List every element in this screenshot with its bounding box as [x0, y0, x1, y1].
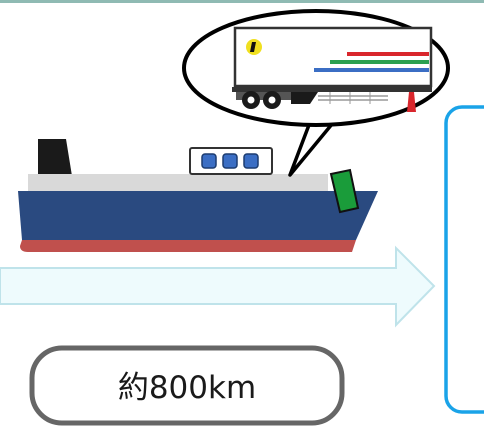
distance-text: 約800km — [118, 370, 256, 406]
right-arrow-icon — [0, 248, 434, 325]
info-panel — [446, 107, 484, 412]
distance-label: 約800km — [32, 348, 342, 423]
top-rule — [0, 0, 484, 3]
ferry-ship-icon — [18, 139, 378, 252]
